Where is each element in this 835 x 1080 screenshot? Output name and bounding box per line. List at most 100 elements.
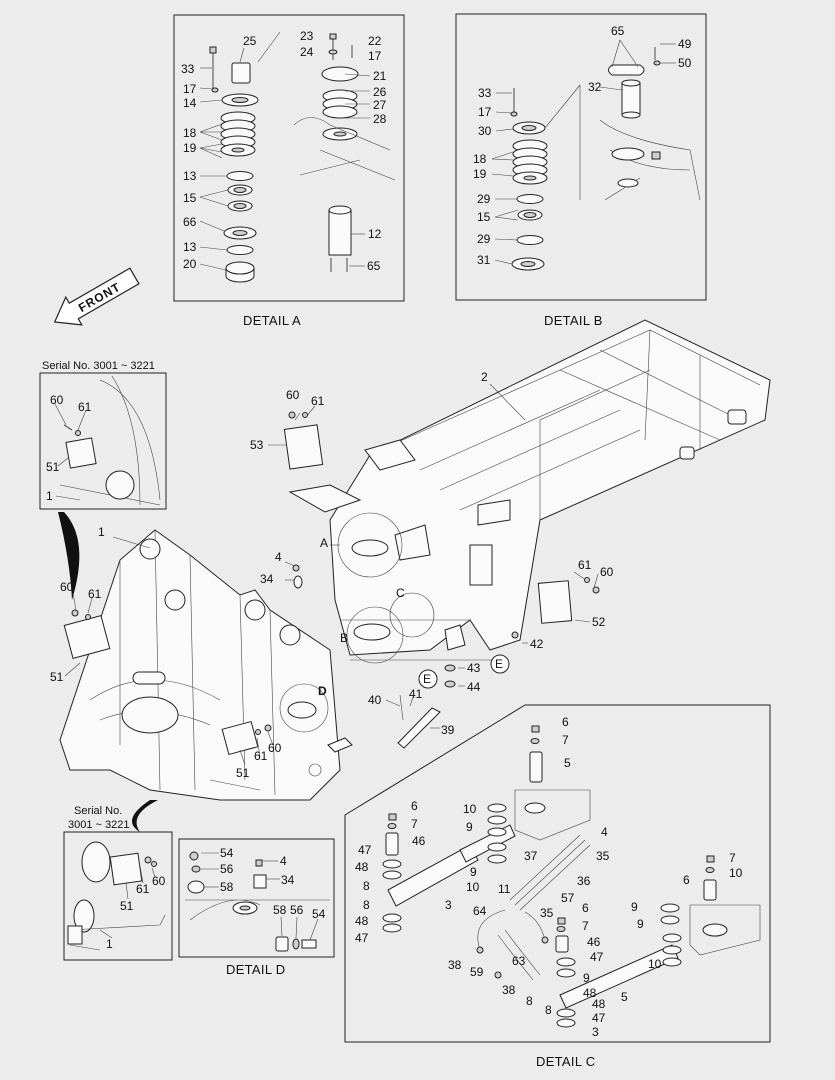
callout: 51 [50, 670, 64, 684]
detail-a-panel: 25 33 17 14 18 19 13 15 66 13 20 23 22 2… [173, 14, 405, 328]
callout: 23 [300, 29, 314, 43]
callout: 60 [268, 741, 282, 755]
callout: 61 [88, 587, 102, 601]
callout: 42 [530, 637, 544, 651]
front-frame [59, 529, 353, 801]
callout: 47 [355, 931, 369, 945]
serial-bottom-frame [63, 831, 173, 961]
callout: 41 [409, 687, 423, 701]
callout: 47 [358, 843, 372, 857]
callout: 22 [368, 34, 382, 48]
detail-b-parts [510, 47, 701, 271]
callout: 13 [183, 169, 197, 183]
callout: 17 [478, 105, 492, 119]
callout: 34 [260, 572, 274, 586]
callout: 51 [46, 460, 60, 474]
detail-d-caption: DETAIL D [226, 962, 285, 977]
callout: 29 [477, 192, 491, 206]
callout: 17 [183, 82, 197, 96]
callout: 6 [562, 715, 569, 729]
callout: 9 [631, 900, 638, 914]
callout: 3 [445, 898, 452, 912]
callout: 9 [470, 865, 477, 879]
callout: 11 [498, 882, 511, 896]
callout: 63 [512, 954, 526, 968]
callout: 65 [367, 259, 381, 273]
callout: 47 [590, 950, 604, 964]
callout: 21 [373, 69, 387, 83]
callout: 48 [355, 914, 369, 928]
callout: 61 [78, 400, 92, 414]
callout: 10 [648, 957, 662, 971]
callout: 56 [290, 903, 304, 917]
svg-text:E: E [495, 657, 503, 671]
callout: 18 [473, 152, 487, 166]
callout: 19 [473, 167, 487, 181]
callout: 5 [621, 990, 628, 1004]
serial-bottom-label-2: 3001 ~ 3221 [68, 819, 129, 831]
view-letter-b: B [340, 631, 348, 645]
disc-stack-a [220, 111, 256, 157]
callout: 36 [577, 874, 591, 888]
callout: 60 [50, 393, 64, 407]
callout: 10 [729, 866, 743, 880]
callout: D [318, 684, 327, 698]
callout: 56 [220, 862, 234, 876]
callout: 58 [220, 880, 234, 894]
callout: 1 [106, 937, 113, 951]
callout: 40 [368, 693, 382, 707]
callout: 48 [355, 860, 369, 874]
detail-c-caption: DETAIL C [536, 1054, 595, 1069]
callout: 35 [540, 906, 554, 920]
callout: 57 [561, 891, 575, 905]
callout: 50 [678, 56, 692, 70]
serial-top-label: Serial No. 3001 ~ 3221 [42, 360, 155, 372]
callout: 4 [280, 854, 287, 868]
link-39 [397, 707, 441, 749]
callout: 61 [311, 394, 325, 408]
detail-b-panel: 65 49 50 32 33 17 30 18 19 29 15 29 31 D… [455, 13, 707, 328]
callout: 14 [183, 96, 197, 110]
callout: 6 [582, 901, 589, 915]
view-letter-c: C [396, 586, 405, 600]
callout: 8 [363, 898, 370, 912]
callout: 32 [588, 80, 602, 94]
callout: 31 [477, 253, 491, 267]
callout: 48 [583, 986, 597, 1000]
callout: 61 [254, 749, 268, 763]
callout: 2 [481, 370, 488, 384]
callout: 60 [600, 565, 614, 579]
callout: 37 [524, 849, 538, 863]
callout: 38 [502, 983, 516, 997]
callout: 7 [582, 919, 589, 933]
callout: 20 [183, 257, 197, 271]
detail-a-caption: DETAIL A [243, 313, 301, 328]
callout: 54 [220, 846, 234, 860]
callout: 8 [526, 994, 533, 1008]
cover-plate-53 [283, 424, 324, 470]
cover-plate-51-left [63, 615, 111, 659]
callout: 15 [183, 191, 197, 205]
cover-plate-52 [537, 580, 573, 624]
callout: 44 [467, 680, 481, 694]
inset-leader-bottom [132, 800, 158, 832]
serial-top-frame [39, 372, 167, 510]
callout: 39 [441, 723, 455, 737]
callout: 35 [596, 849, 610, 863]
callout: 24 [300, 45, 314, 59]
section-marker-e1: E [490, 654, 510, 674]
callout: 9 [466, 820, 473, 834]
callout: 60 [286, 388, 300, 402]
rear-frame [288, 319, 771, 664]
detail-a-right-stack [293, 33, 396, 272]
section-marker-e2: E [418, 669, 438, 689]
inset-leader [58, 512, 80, 600]
callout: 60 [60, 580, 74, 594]
callout: 26 [373, 85, 387, 99]
callout: 65 [611, 24, 625, 38]
callout: 59 [470, 965, 484, 979]
callout: 64 [473, 904, 487, 918]
callout: 4 [601, 825, 608, 839]
view-letter-a: A [320, 536, 328, 550]
callout: 43 [467, 661, 481, 675]
